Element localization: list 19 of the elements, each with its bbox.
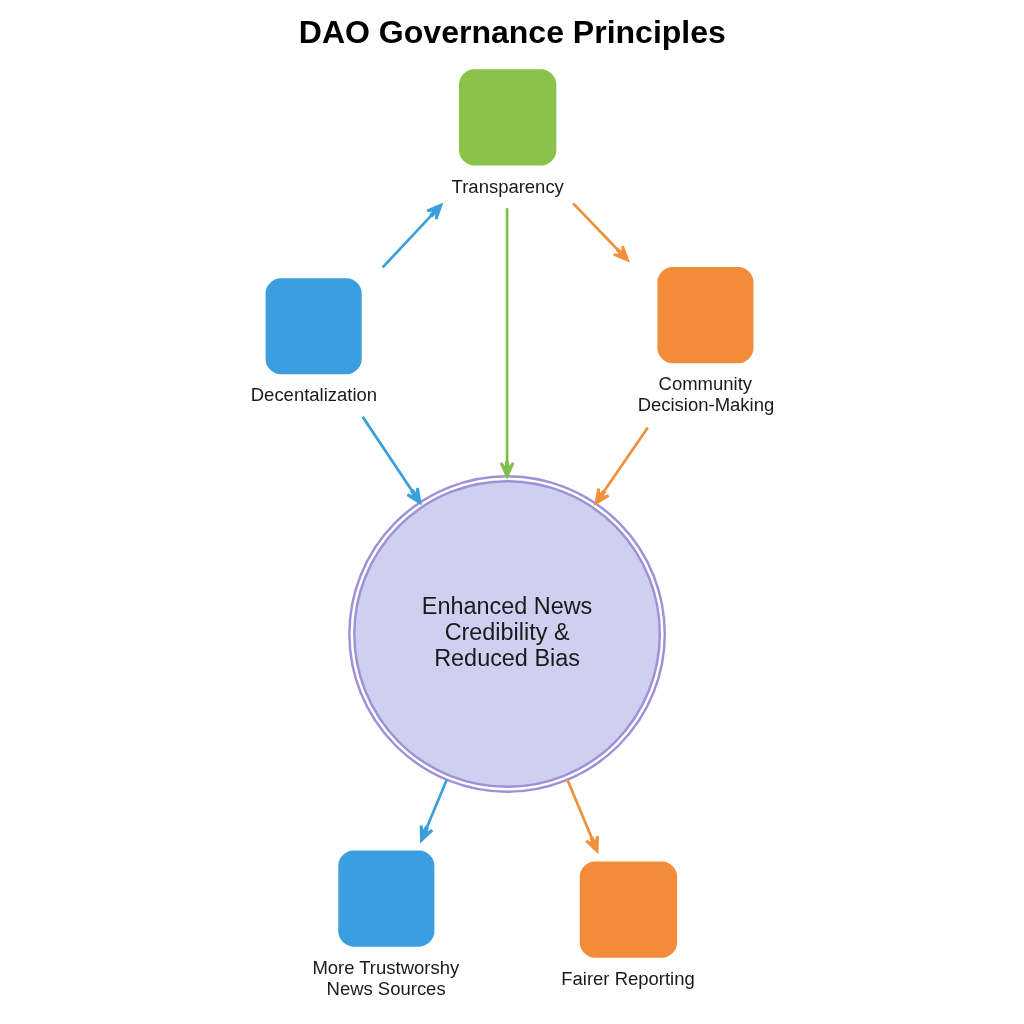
arrow (499, 208, 515, 478)
node-circle: Enhanced News Credibility & Reduced Bias (348, 475, 666, 793)
node-label: Fairer Reporting (561, 967, 695, 989)
node-box (657, 267, 754, 364)
node-label: Community Decision-Making (637, 373, 775, 416)
diagram-title: DAO Governance Principles (298, 13, 726, 50)
node-box (579, 861, 678, 958)
node-box (459, 69, 557, 166)
arrow (594, 426, 649, 505)
node-label: Decentalization (250, 384, 378, 406)
arrow (572, 202, 629, 262)
arrow (566, 779, 599, 853)
arrow (419, 779, 448, 842)
node-label: More Trustworshy News Sources (312, 956, 460, 999)
node-box (265, 278, 362, 375)
arrow (381, 203, 443, 269)
node-label: Transparency (451, 175, 564, 197)
node-box (338, 850, 435, 947)
arrow (361, 416, 422, 504)
